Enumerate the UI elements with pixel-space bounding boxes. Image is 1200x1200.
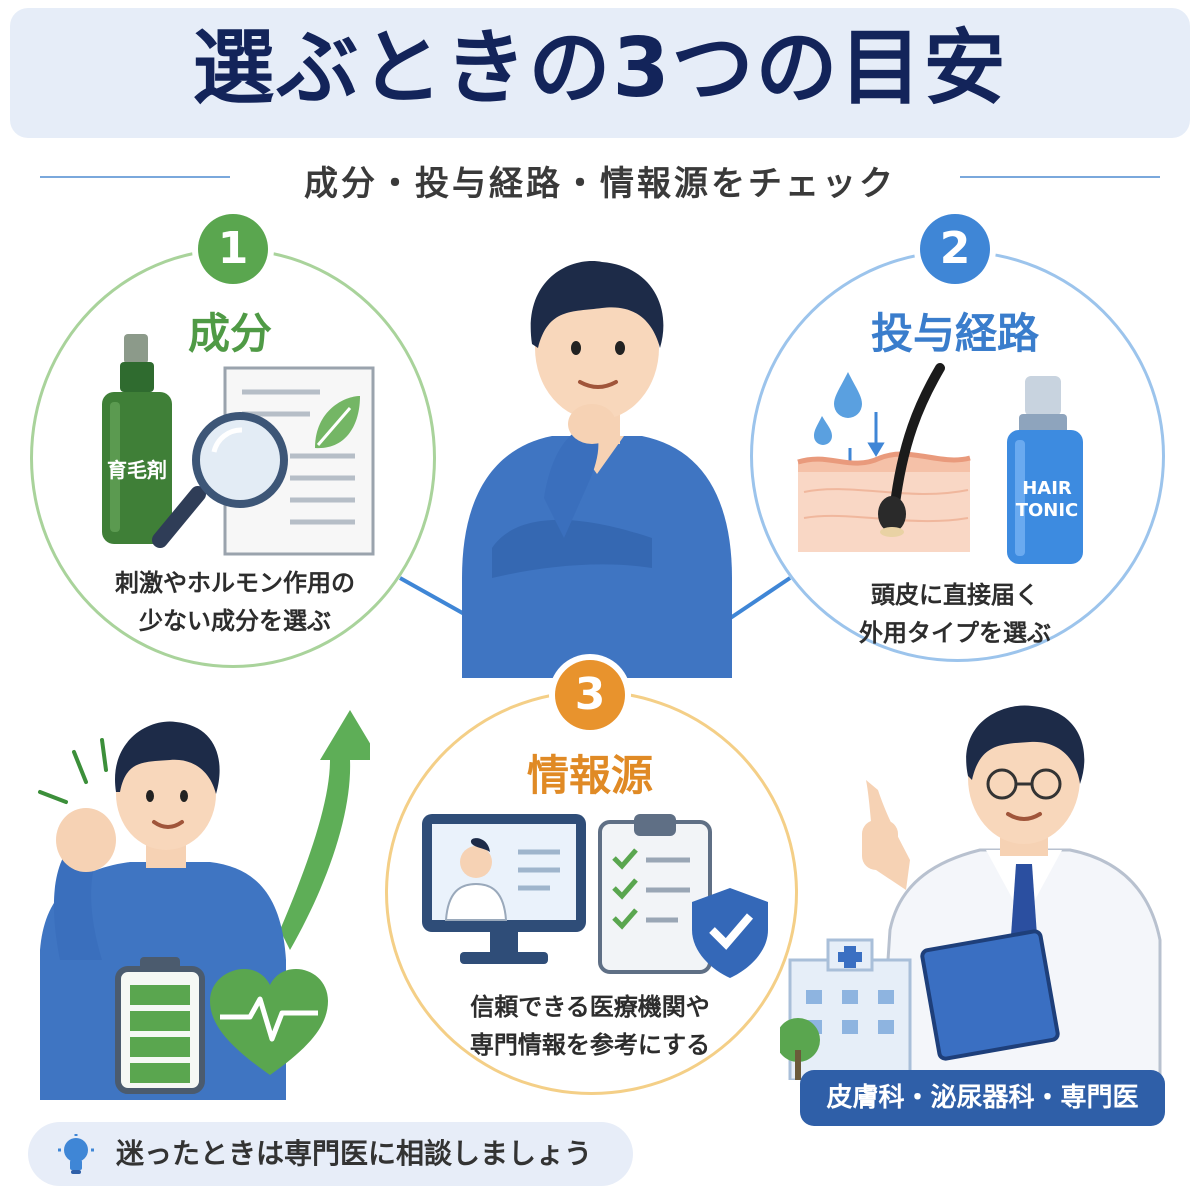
tip-bar: 迷ったときは専門医に相談しましょう (28, 1122, 633, 1186)
hair-tonic-label-line1: HAIR (1022, 478, 1072, 499)
point-1-description: 刺激やホルモン作用の 少ない成分を選ぶ (60, 564, 410, 640)
clipboard-check-icon (598, 814, 768, 978)
shield-check-icon (692, 888, 768, 978)
hair-growth-bottle (102, 334, 172, 544)
page-title: 選ぶときの3つの目安 (192, 21, 1008, 116)
arrow-up-icon (280, 710, 370, 950)
point-2-circle (750, 250, 1165, 662)
point-3-desc-line1: 信頼できる医療機関や (470, 993, 710, 1021)
point-1-desc-line2: 少ない成分を選ぶ (139, 607, 331, 635)
point-2-heading: 投与経路 (870, 309, 1039, 358)
hair-tonic-label: HAIR TONIC (1007, 478, 1087, 522)
monitor-doctor-icon (422, 814, 586, 964)
thinking-man-illustration (462, 261, 732, 678)
scalp-illustration (797, 363, 971, 552)
document-illustration (223, 366, 375, 556)
bottle-label: 育毛剤 (107, 458, 167, 482)
tree-icon (780, 1018, 820, 1062)
point-3-desc-line2: 専門情報を参考にする (469, 1031, 711, 1059)
point-3-badge: 3 (555, 660, 625, 730)
hair-tonic-label-line2: TONIC (1015, 500, 1079, 521)
point-1-desc-line1: 刺激やホルモン作用の (115, 569, 355, 597)
battery-heart-illustration (115, 957, 328, 1094)
specialists-label: 皮膚科・泌尿器科・専門医 (800, 1070, 1165, 1126)
point-1-heading: 成分 (187, 309, 272, 358)
doctor-illustration (780, 705, 1162, 1080)
point-2-description: 頭皮に直接届く 外用タイプを選ぶ (780, 576, 1130, 652)
water-drop-icon (834, 372, 862, 418)
subtitle-rule-right (960, 176, 1160, 178)
lightbulb-icon (58, 1134, 94, 1174)
title-banner (10, 8, 1190, 138)
point-2-badge: 2 (920, 214, 990, 284)
point-2-desc-line2: 外用タイプを選ぶ (859, 619, 1051, 647)
point-3-description: 信頼できる医療機関や 専門情報を参考にする (420, 988, 760, 1064)
point-1-badge: 1 (198, 214, 268, 284)
hair-tonic-bottle (1007, 376, 1083, 564)
point-2-desc-line1: 頭皮に直接届く (871, 581, 1039, 609)
page-subtitle: 成分・投与経路・情報源をチェック (304, 164, 896, 204)
subtitle-rule-left (40, 176, 230, 178)
magnifier-icon (152, 412, 288, 548)
point-3-heading: 情報源 (526, 751, 653, 800)
tip-text: 迷ったときは専門医に相談しましょう (116, 1137, 593, 1170)
